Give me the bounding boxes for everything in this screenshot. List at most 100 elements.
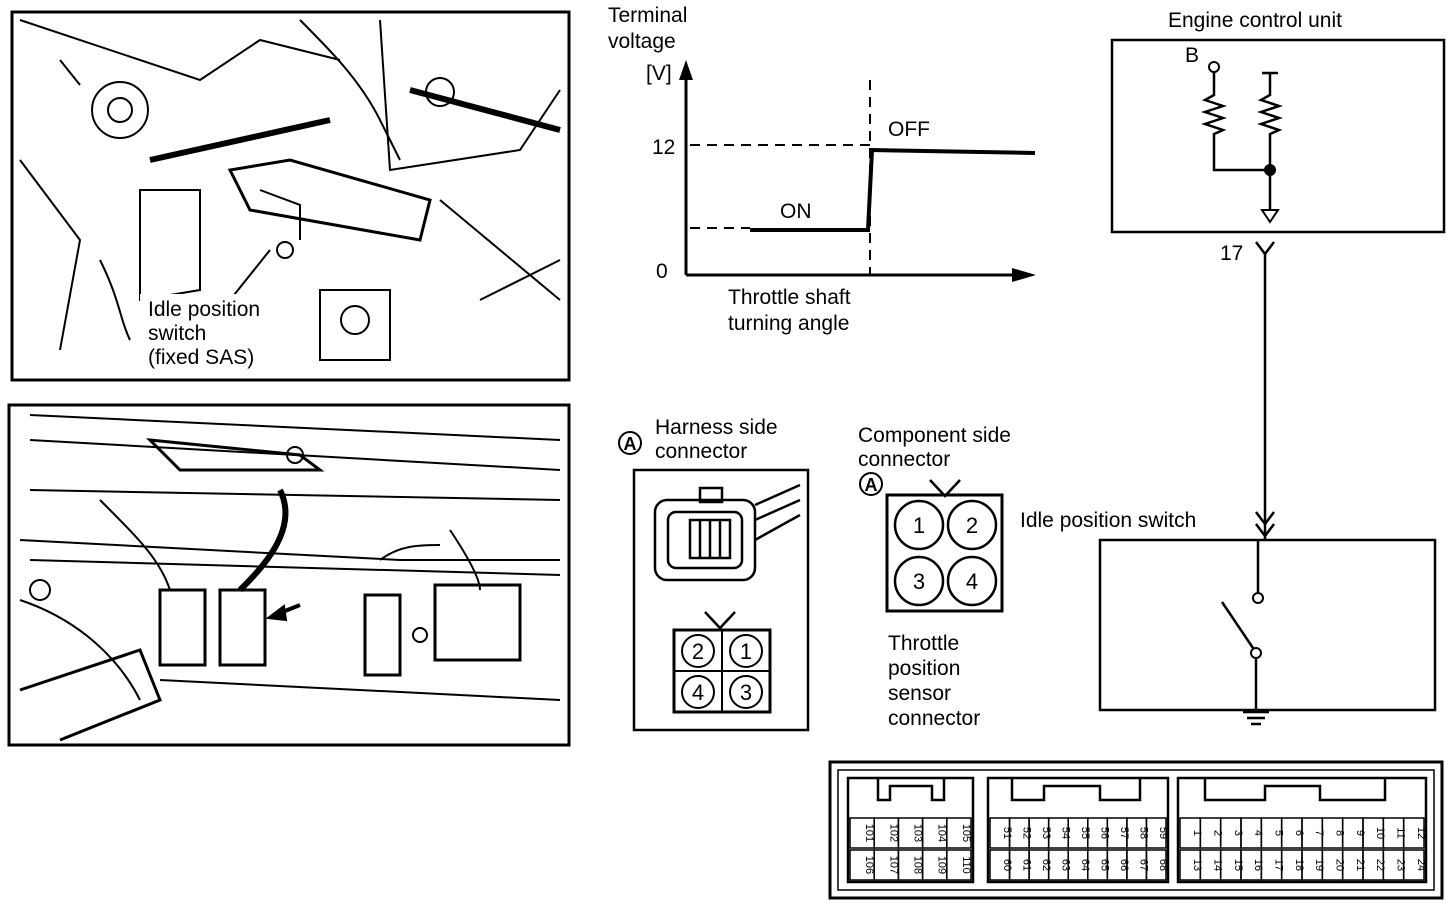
pin-group-2	[986, 776, 1170, 884]
ecu-pin-number: 60	[1001, 859, 1013, 871]
ecu-pin-number: 65	[1099, 859, 1111, 871]
ecu-pin-number: 21	[1354, 859, 1366, 871]
ecu-pin-number: 106	[863, 856, 875, 874]
ecu-pin-number: 18	[1293, 859, 1305, 871]
ecu-pin-number: 64	[1079, 859, 1091, 871]
ecu-pin-number: 67	[1138, 859, 1150, 871]
idle-switch-label-line2: switch	[148, 322, 206, 345]
idle-switch-label-line3: (fixed SAS)	[148, 346, 254, 369]
component-title-line1: Component side	[858, 424, 1011, 447]
component-pin: 4	[966, 569, 978, 594]
ecu-title: Engine control unit	[1168, 9, 1342, 32]
ecu-pin-number: 15	[1232, 859, 1244, 871]
circuit-diagram: Engine control unit B 17 Idle position s…	[1020, 9, 1446, 726]
terminal-b-node	[1208, 61, 1220, 73]
ecu-pin-number: 110	[960, 856, 972, 874]
harness-title-line2: connector	[655, 440, 747, 463]
ecu-pin-number: 2	[1212, 830, 1224, 836]
chart-xlabel-line1: Throttle shaft	[728, 286, 851, 309]
switch-contact-bottom	[1250, 647, 1262, 659]
ecu-pin-number: 8	[1334, 830, 1346, 836]
ecu-pin-cell	[1402, 817, 1425, 849]
component-caption-line2: position	[888, 657, 960, 680]
ecu-pin-number: 14	[1212, 859, 1224, 871]
ecu-pin-number: 16	[1252, 859, 1264, 871]
component-caption-line3: sensor	[888, 682, 951, 705]
ecu-pin-number: 6	[1293, 830, 1305, 836]
ecu-box	[1110, 38, 1446, 234]
chart-step-line	[750, 147, 1036, 232]
ecu-pin-number: 3	[1232, 830, 1244, 836]
ecu-pin-number: 51	[1001, 827, 1013, 839]
ecu-pin-number: 109	[936, 856, 948, 874]
ecu-pin-cell	[1145, 817, 1167, 849]
ecu-pin-number: 59	[1157, 827, 1169, 839]
component-marker: A	[865, 475, 878, 495]
ecu-pin-number: 103	[912, 824, 924, 842]
ecu-connector-outer	[828, 760, 1444, 900]
component-marker-circle	[859, 472, 883, 496]
ecu-pin-number: 7	[1313, 830, 1325, 836]
pin-group-1	[846, 776, 975, 884]
resistor-r1	[1201, 72, 1270, 172]
idle-switch-label-line1: Idle position	[148, 298, 260, 321]
switch-box	[1098, 538, 1437, 712]
chart-x-arrow	[1012, 268, 1036, 282]
ecu-pin-number: 107	[887, 856, 899, 874]
ecu-pin-number: 20	[1334, 859, 1346, 871]
component-pin: 2	[966, 513, 978, 538]
harness-pin: 2	[692, 639, 704, 664]
chart-off-label: OFF	[888, 118, 930, 141]
harness-title-line1: Harness side	[655, 416, 778, 439]
harness-plug-drawing	[653, 483, 801, 582]
component-caption-line4: connector	[888, 707, 980, 730]
harness-marker: A	[624, 434, 637, 454]
terminal-voltage-chart: Terminal voltage [V] 12 0 ON OFF Throttl…	[608, 4, 1036, 335]
ecu-pin-number: 10	[1374, 827, 1386, 839]
component-caption-line1: Throttle	[888, 632, 959, 655]
ecu-pin-number: 24	[1415, 859, 1427, 871]
harness-pin: 1	[740, 639, 752, 664]
ecu-pin-number: 58	[1138, 827, 1150, 839]
ecu-pin-number: 9	[1354, 830, 1366, 836]
chart-ylabel-line1: Terminal	[608, 4, 687, 27]
ecu-pin-number: 13	[1191, 859, 1203, 871]
chart-on-label: ON	[780, 200, 812, 223]
ecu-pin-number: 62	[1040, 859, 1052, 871]
ecu-pin-number: 4	[1252, 830, 1264, 836]
ecu-pin-number: 1	[1191, 830, 1203, 836]
ecu-pin-number: 102	[887, 824, 899, 842]
ecu-pin-number: 68	[1157, 859, 1169, 871]
chart-xlabel-line2: turning angle	[728, 312, 849, 335]
component-pin: 3	[913, 569, 925, 594]
ecu-pin-number: 66	[1118, 859, 1130, 871]
harness-side-connector: A Harness side connector 2 1 4 3	[618, 416, 810, 732]
ecu-pin-number: 56	[1099, 827, 1111, 839]
switch-blade	[1220, 601, 1255, 649]
chart-yunit: [V]	[646, 62, 672, 85]
ecu-pin-number: 17	[1273, 859, 1285, 871]
component-title-line2: connector	[858, 448, 950, 471]
idle-switch-label: Idle position switch	[1020, 509, 1196, 532]
ecu-pin-number: 101	[863, 824, 875, 842]
ecu-pin-number: 63	[1059, 859, 1071, 871]
chart-ytick-0: 0	[656, 260, 668, 283]
ecu-pin-number: 12	[1415, 827, 1427, 839]
harness-marker-circle	[618, 431, 642, 455]
component-side-connector: Component side connector A 1 2 3 4 Throt…	[858, 424, 1011, 730]
ecu-ground-symbol	[1260, 209, 1280, 224]
ecu-pin-number: 57	[1118, 827, 1130, 839]
pin-group-3	[1176, 776, 1428, 884]
ecu-pin-cell	[946, 817, 972, 849]
component-pin-block	[885, 493, 1004, 613]
component-pin: 1	[913, 513, 925, 538]
ecu-pin-number: 61	[1020, 859, 1032, 871]
ecu-pin-number: 105	[960, 824, 972, 842]
ecu-pin-number: 11	[1395, 827, 1407, 838]
ecu-pin-number: 53	[1040, 827, 1052, 839]
chart-ytick-12: 12	[652, 136, 675, 159]
engine-illustration-top	[10, 10, 571, 382]
ecu-pin-number: 5	[1273, 830, 1285, 836]
